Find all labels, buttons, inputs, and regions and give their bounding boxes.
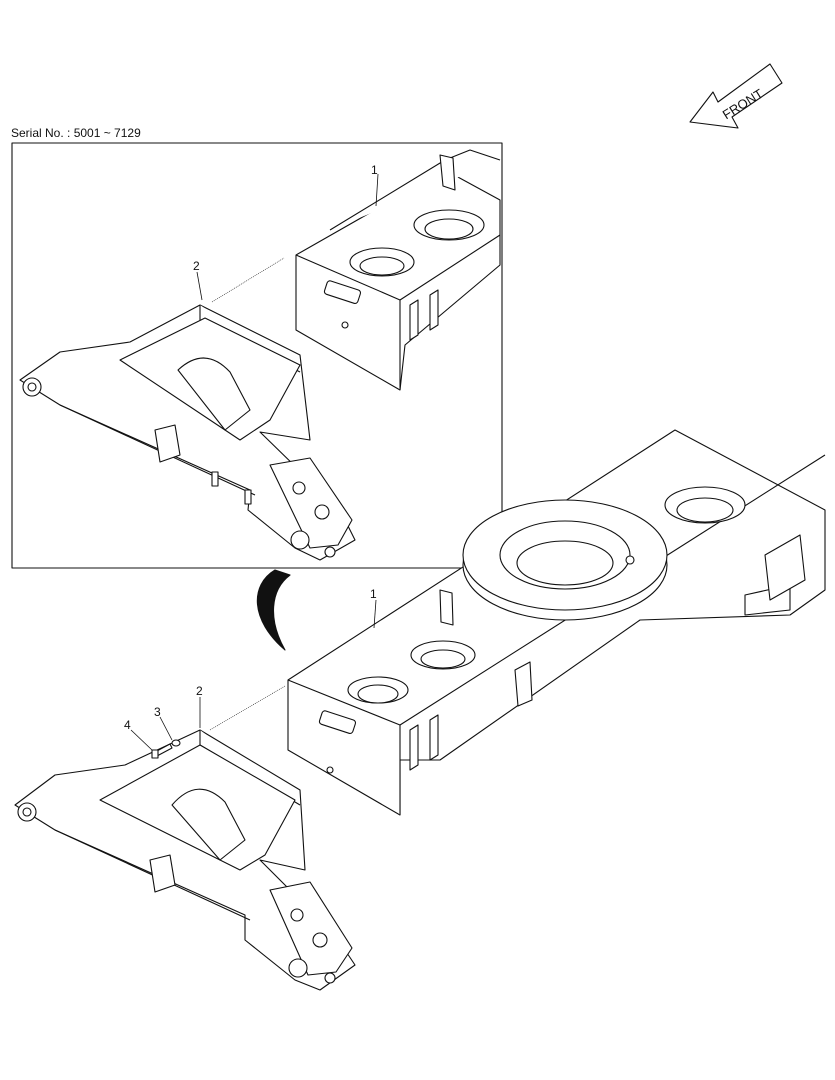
detail-callout-2: 2: [193, 259, 200, 273]
main-callout-3: 3: [154, 705, 161, 719]
front-arrow-icon: FRONT: [689, 63, 783, 129]
serial-number-label: Serial No. : 5001 ~ 7129: [11, 126, 141, 140]
detail-callout-1: 1: [371, 163, 378, 177]
washer-icon: [171, 739, 181, 747]
bolt-icon: [151, 743, 173, 759]
main-callout-1: 1: [370, 587, 377, 601]
rotation-arrow-icon: [256, 569, 291, 651]
main-callout-2: 2: [196, 684, 203, 698]
detail-lower-pipe: [19, 304, 356, 561]
main-lower-pipe: [14, 729, 356, 991]
detail-upper-frame: [295, 149, 501, 391]
main-upper-frame: [287, 429, 826, 816]
main-callout-4: 4: [124, 718, 131, 732]
detail-view-frame: [11, 142, 503, 569]
